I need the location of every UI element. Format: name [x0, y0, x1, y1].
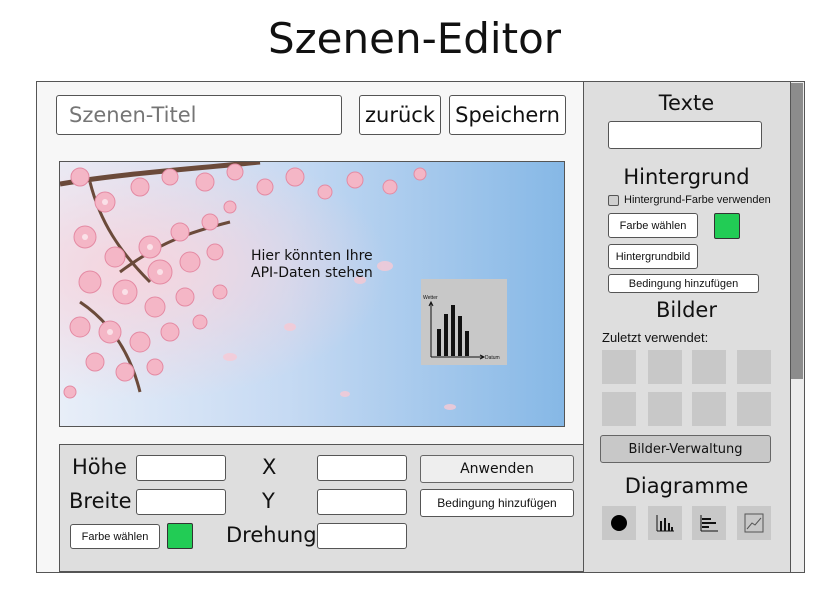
- y-label: Y: [262, 489, 275, 513]
- api-data-placeholder[interactable]: Hier könnten Ihre API-Daten stehen: [251, 248, 373, 282]
- use-bg-color-label: Hintergrund-Farbe verwenden: [624, 194, 771, 206]
- sidebar-panel: [583, 82, 790, 572]
- width-input[interactable]: [136, 489, 226, 515]
- api-text-line2: API-Daten stehen: [251, 265, 373, 281]
- background-section-title: Hintergrund: [623, 165, 750, 189]
- bg-color-swatch[interactable]: [714, 213, 740, 239]
- weather-chart-widget[interactable]: Wetter Datum: [421, 279, 507, 365]
- chart-ylabel: Wetter: [423, 295, 438, 301]
- width-label: Breite: [69, 489, 132, 513]
- bg-add-condition-button[interactable]: Bedingung hinzufügen: [608, 274, 759, 293]
- back-button[interactable]: zurück: [359, 95, 441, 135]
- scrollbar-thumb[interactable]: [791, 83, 803, 379]
- text-input[interactable]: [608, 121, 762, 149]
- rotation-input[interactable]: [317, 523, 407, 549]
- height-input[interactable]: [136, 455, 226, 481]
- pick-color-button[interactable]: Farbe wählen: [70, 524, 160, 549]
- api-text-line1: Hier könnten Ihre: [251, 248, 373, 264]
- height-label: Höhe: [72, 455, 127, 479]
- rotation-label: Drehung: [226, 523, 317, 547]
- recent-image-thumb[interactable]: [692, 350, 726, 384]
- page-title: Szenen-Editor: [267, 14, 562, 63]
- color-swatch[interactable]: [167, 523, 193, 549]
- recent-image-thumb[interactable]: [648, 392, 682, 426]
- texts-section-title: Texte: [658, 91, 715, 115]
- use-bg-color-checkbox[interactable]: [608, 195, 619, 206]
- recent-image-thumb[interactable]: [692, 392, 726, 426]
- scene-preview[interactable]: Hier könnten Ihre API-Daten stehen Wette…: [59, 161, 565, 427]
- apply-button[interactable]: Anwenden: [420, 455, 574, 483]
- images-section-title: Bilder: [656, 298, 717, 322]
- bg-pick-color-button[interactable]: Farbe wählen: [608, 213, 698, 238]
- add-condition-button[interactable]: Bedingung hinzufügen: [420, 489, 574, 517]
- horizontal-bar-chart-icon[interactable]: [692, 506, 726, 540]
- charts-section-title: Diagramme: [624, 474, 749, 498]
- image-manager-button[interactable]: Bilder-Verwaltung: [600, 435, 771, 463]
- bg-image-button[interactable]: Hintergrundbild: [608, 244, 698, 269]
- x-label: X: [262, 455, 277, 479]
- recent-image-thumb[interactable]: [602, 350, 636, 384]
- recent-image-thumb[interactable]: [648, 350, 682, 384]
- recent-images-label: Zuletzt verwendet:: [602, 330, 709, 345]
- save-button[interactable]: Speichern: [449, 95, 566, 135]
- chart-xlabel: Datum: [485, 355, 500, 361]
- y-input[interactable]: [317, 489, 407, 515]
- x-input[interactable]: [317, 455, 407, 481]
- recent-image-thumb[interactable]: [737, 350, 771, 384]
- recent-image-thumb[interactable]: [737, 392, 771, 426]
- scene-title-input[interactable]: [56, 95, 342, 135]
- bar-chart-icon[interactable]: [648, 506, 682, 540]
- pie-chart-icon[interactable]: [602, 506, 636, 540]
- line-chart-icon[interactable]: [737, 506, 771, 540]
- recent-image-thumb[interactable]: [602, 392, 636, 426]
